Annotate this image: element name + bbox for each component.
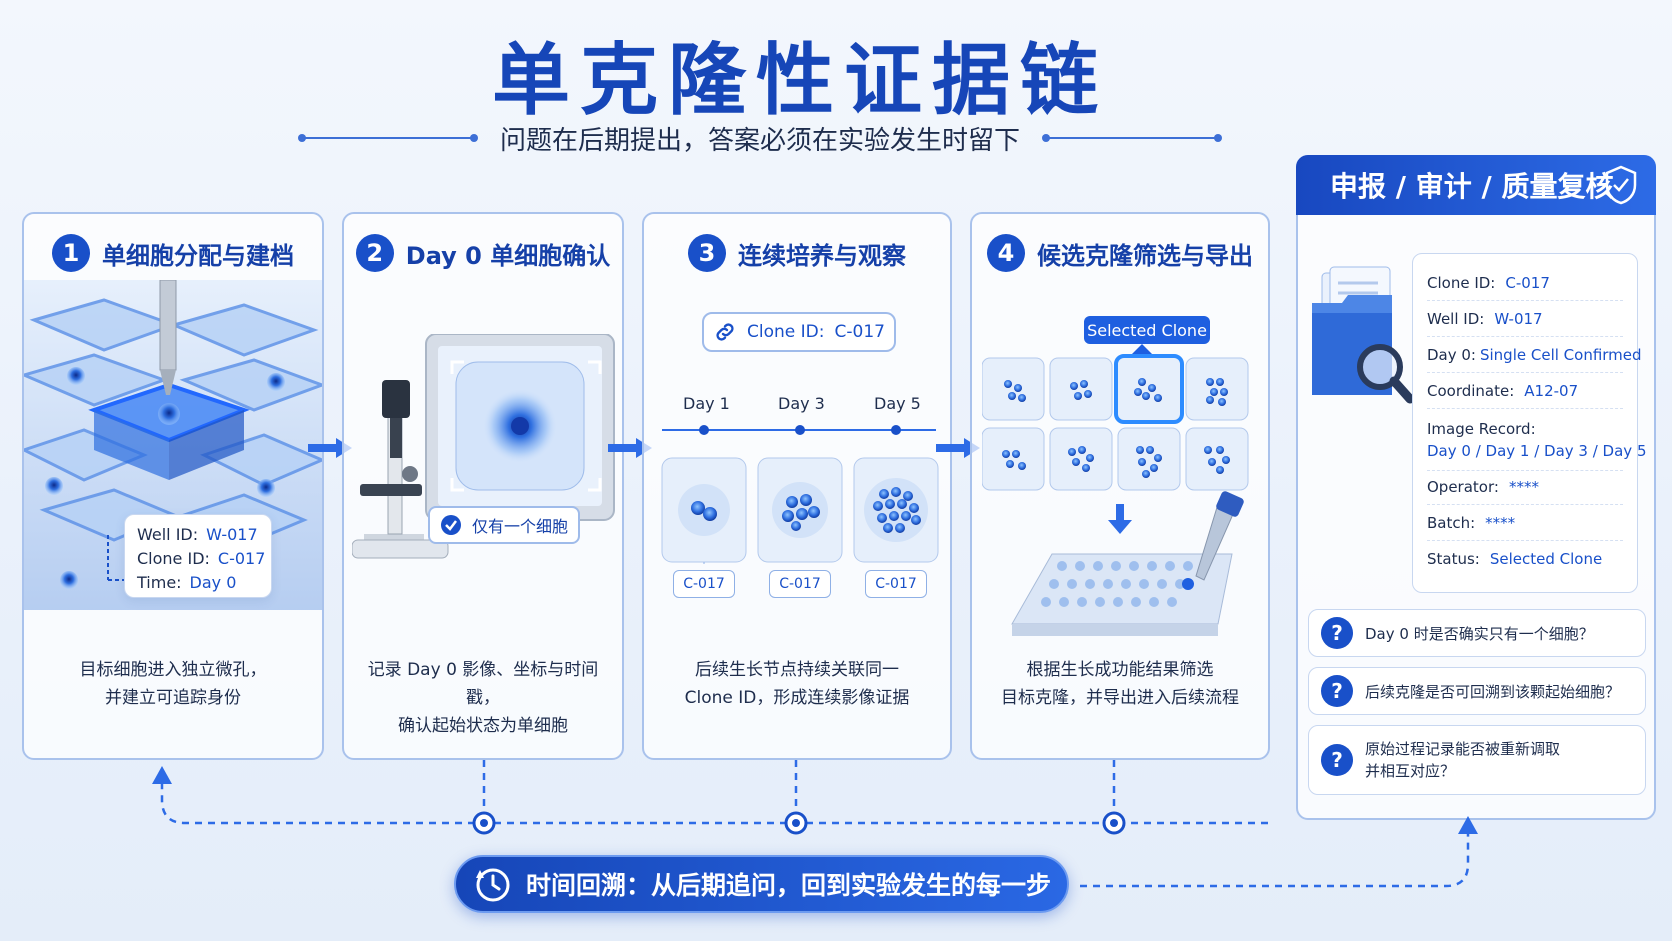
record-card: Clone ID:C-017 Well ID:W-017 Day 0:Singl… bbox=[1412, 253, 1647, 593]
arrow-right-icon bbox=[936, 438, 980, 458]
step-4-header: 4 候选克隆筛选与导出 bbox=[972, 234, 1268, 272]
check-circle-icon bbox=[440, 515, 461, 535]
record-clone-id: Clone ID:C-017 bbox=[1427, 274, 1623, 301]
clone-tag-day5: C-017 bbox=[865, 570, 927, 598]
question-icon: ? bbox=[1321, 744, 1353, 776]
audit-panel: 申报 / 审计 / 质量复核 Clone ID:C-017 Well ID:W-… bbox=[1296, 155, 1656, 820]
step-1-description: 目标细胞进入独立微孔， 并建立可追踪身份 bbox=[79, 660, 267, 708]
day-1-label: Day 1 bbox=[683, 394, 730, 413]
step-2-number: 2 bbox=[355, 234, 394, 272]
step-3-header: 3 连续培养与观察 bbox=[644, 234, 950, 272]
folder-magnifier-icon bbox=[1312, 266, 1415, 404]
step-3-title: 连续培养与观察 bbox=[738, 241, 906, 270]
record-image: Image Record:Day 0 / Day 1 / Day 3 / Day… bbox=[1427, 418, 1647, 471]
step-3-description: 后续生长节点持续关联同一 Clone ID，形成连续影像证据 bbox=[684, 660, 910, 708]
well-info-box: Well ID:W-017 Clone ID:C-017 Time:Day 0 bbox=[124, 514, 272, 598]
record-coordinate: Coordinate:A12-07 bbox=[1427, 382, 1623, 409]
question-1: ? Day 0 时是否确实只有一个细胞？ bbox=[1308, 609, 1646, 657]
traceback-banner: 时间回溯：从后期追问，回到实验发生的每一步 bbox=[454, 855, 1069, 913]
clone-selection-illustration bbox=[982, 344, 1249, 636]
step-card-2: 2 Day 0 单细胞确认 仅有一个细胞 记录 Day 0 影像、坐标与时间戳，… bbox=[342, 212, 624, 760]
audit-panel-title: 申报 / 审计 / 质量复核 bbox=[1330, 170, 1614, 203]
subtitle: 问题在后期提出，答案必须在实验发生时留下 bbox=[500, 125, 1021, 156]
clone-id-row: Clone ID:C-017 bbox=[137, 549, 266, 568]
record-status: Status:Selected Clone bbox=[1427, 550, 1603, 568]
step-1-number: 1 bbox=[52, 234, 90, 272]
subtitle-row: 问题在后期提出，答案必须在实验发生时留下 bbox=[298, 118, 1223, 158]
question-icon: ? bbox=[1321, 675, 1353, 707]
step-2-title: Day 0 单细胞确认 bbox=[405, 241, 611, 270]
link-icon bbox=[716, 323, 734, 341]
step-4-description: 根据生长成功能结果筛选 目标克隆，并导出进入后续流程 bbox=[1001, 660, 1239, 708]
step-1-header: 1 单细胞分配与建档 bbox=[24, 234, 322, 272]
subtitle-right-line bbox=[1042, 134, 1223, 142]
well-id-row: Well ID:W-017 bbox=[137, 525, 258, 544]
clone-tag-day1: C-017 bbox=[673, 570, 735, 598]
step-2-header: 2 Day 0 单细胞确认 bbox=[344, 234, 622, 272]
record-operator: Operator:**** bbox=[1427, 478, 1623, 505]
step-card-4: 4 候选克隆筛选与导出 Selected Clone bbox=[970, 212, 1270, 760]
record-batch: Batch:**** bbox=[1427, 514, 1623, 541]
day-5-label: Day 5 bbox=[874, 394, 921, 413]
question-icon: ? bbox=[1321, 617, 1353, 649]
subtitle-left-line bbox=[298, 134, 478, 142]
step-card-1: 1 单细胞分配与建档 bbox=[22, 212, 324, 760]
step-1-title: 单细胞分配与建档 bbox=[102, 241, 294, 270]
record-well-id: Well ID:W-017 bbox=[1427, 310, 1623, 337]
timeline-growth-illustration bbox=[661, 425, 939, 564]
step-4-number: 4 bbox=[987, 234, 1025, 272]
shield-check-icon bbox=[1605, 165, 1637, 205]
time-row: Time:Day 0 bbox=[137, 573, 237, 592]
selected-clone-badge: Selected Clone bbox=[1084, 316, 1210, 344]
arrow-right-icon bbox=[308, 438, 352, 458]
arrow-right-icon bbox=[608, 438, 652, 458]
question-2: ? 后续克隆是否可回溯到该颗起始细胞？ bbox=[1308, 667, 1646, 715]
clock-history-icon bbox=[475, 868, 510, 902]
audit-panel-header: 申报 / 审计 / 质量复核 bbox=[1296, 155, 1656, 215]
record-day0: Day 0:Single Cell Confirmed bbox=[1427, 346, 1642, 373]
clone-tag-day3: C-017 bbox=[769, 570, 831, 598]
traceback-label: 时间回溯：从后期追问，回到实验发生的每一步 bbox=[525, 871, 1051, 900]
microscope-monitor-illustration bbox=[352, 334, 615, 559]
day-3-label: Day 3 bbox=[778, 394, 825, 413]
step-4-title: 候选克隆筛选与导出 bbox=[1037, 241, 1253, 270]
question-3: ? 原始过程记录能否被重新调取 并相互对应？ bbox=[1308, 725, 1646, 795]
step-card-3: 3 连续培养与观察 Clone ID: C-017 Day 1 Day 3 Da… bbox=[642, 212, 952, 760]
single-cell-confirm-badge: 仅有一个细胞 bbox=[428, 506, 580, 544]
step-3-number: 3 bbox=[688, 234, 726, 272]
step-2-description: 记录 Day 0 影像、坐标与时间戳， 确认起始状态为单细胞 bbox=[367, 660, 599, 736]
page-title: 单克隆性证据链 bbox=[491, 36, 1108, 126]
clone-id-pill: Clone ID: C-017 bbox=[702, 312, 896, 352]
